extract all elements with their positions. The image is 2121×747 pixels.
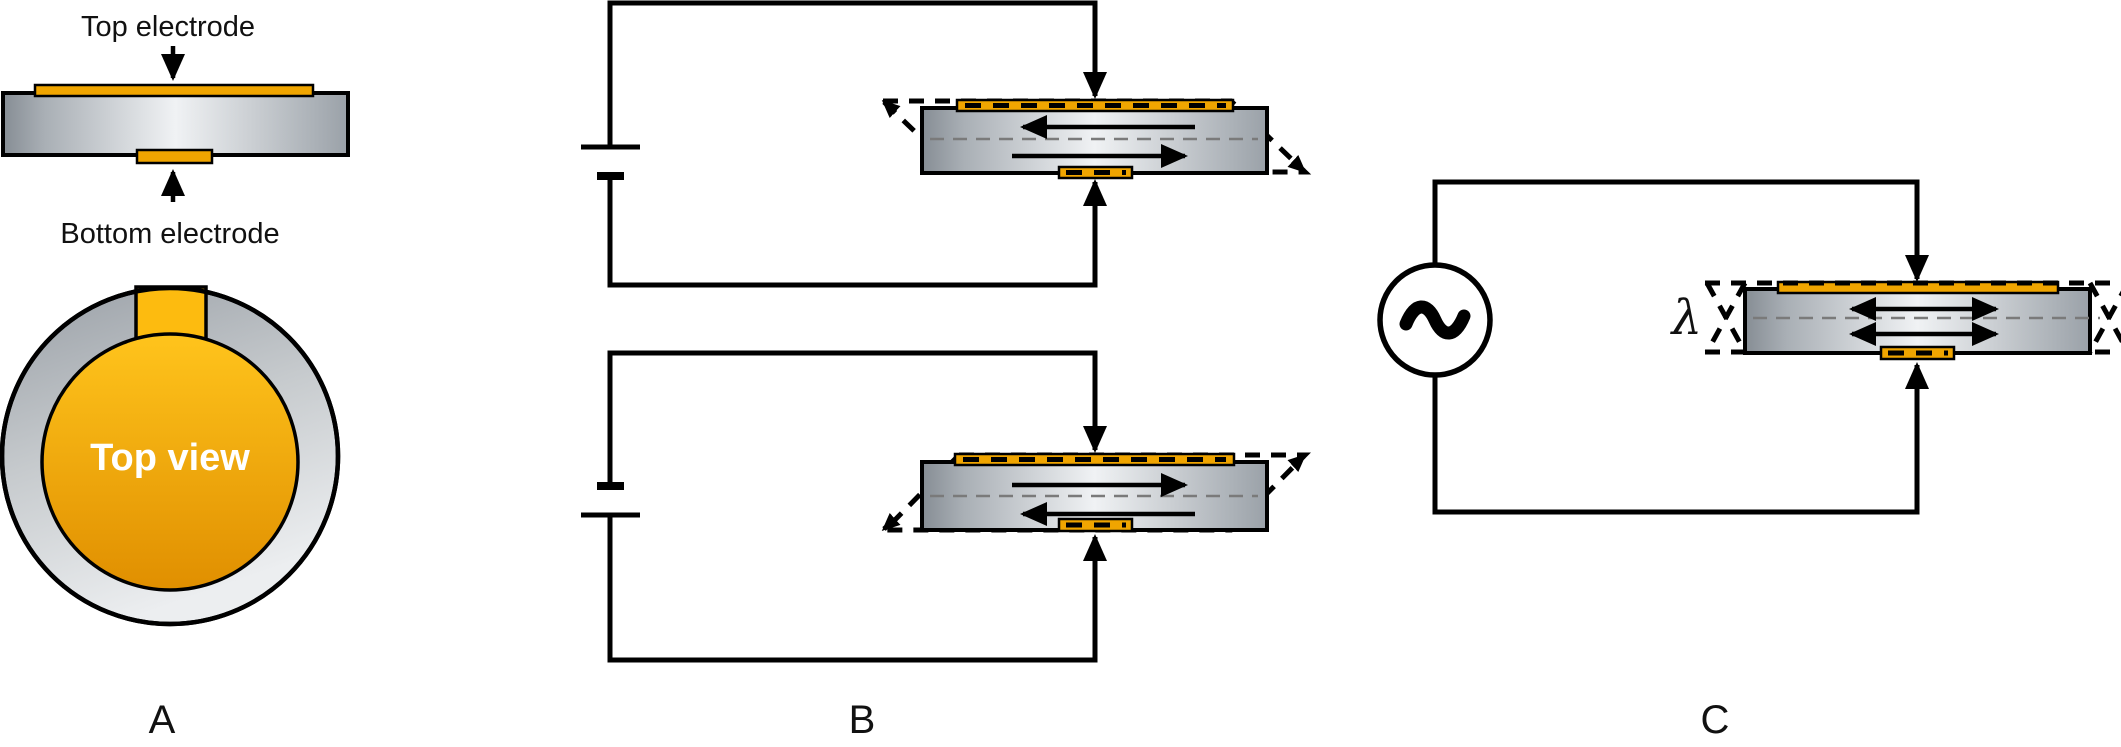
piezo-disc-body bbox=[920, 106, 1269, 175]
top-electrode-label: Top electrode bbox=[81, 11, 255, 43]
ac-sine-source-icon bbox=[1377, 262, 1493, 378]
shear-outline-dashed bbox=[1704, 281, 1748, 354]
wire-top bbox=[1432, 179, 1929, 282]
top-electrode bbox=[33, 83, 315, 98]
sheared-disc-left bbox=[876, 98, 1312, 180]
panel-b-circuit-2: B bbox=[581, 350, 1311, 742]
top-electrode bbox=[955, 98, 1235, 113]
disc-side-view bbox=[1, 83, 350, 165]
ac-wave-glyph bbox=[1399, 300, 1471, 340]
battery-cell-icon bbox=[581, 144, 640, 180]
bottom-electrode bbox=[135, 148, 214, 165]
shear-outline-dashed bbox=[2087, 281, 2121, 345]
oscillating-disc bbox=[1704, 280, 2121, 361]
piezo-disc-body bbox=[1743, 287, 2092, 355]
piezo-disc-body bbox=[1, 91, 350, 157]
bottom-electrode-label: Bottom electrode bbox=[60, 218, 279, 250]
wire-bottom bbox=[607, 176, 1107, 288]
battery-cell-icon bbox=[581, 482, 640, 518]
panel-b-label: B bbox=[849, 698, 876, 742]
panel-c-label: C bbox=[1701, 698, 1730, 742]
top-electrode-face bbox=[40, 332, 300, 592]
top-view-label: Top view bbox=[90, 437, 250, 479]
wire-top bbox=[607, 350, 1107, 486]
shear-outline-dashed bbox=[2087, 290, 2121, 354]
disc-top-view: Top view bbox=[0, 285, 341, 627]
panel-b-circuit-1 bbox=[581, 0, 1312, 288]
wire-bottom bbox=[1432, 362, 1929, 515]
panel-a: Top electrode Bottom electrode Top view … bbox=[0, 11, 350, 742]
panel-a-label: A bbox=[149, 698, 176, 742]
top-electrode bbox=[953, 452, 1236, 467]
panel-c: λ C bbox=[1377, 179, 2121, 742]
shear-tip-arrow-icon bbox=[1287, 154, 1307, 174]
wire-bottom bbox=[607, 515, 1107, 663]
shear-tip-arrow-icon bbox=[881, 99, 901, 119]
wavelength-lambda-label: λ bbox=[1670, 290, 1702, 346]
shear-tip-arrow-icon bbox=[881, 512, 901, 532]
wire-top bbox=[607, 0, 1107, 147]
outer-rim-stroke bbox=[0, 285, 341, 627]
sheared-disc-right bbox=[879, 452, 1311, 533]
shear-tip-arrow-icon bbox=[1287, 453, 1307, 473]
